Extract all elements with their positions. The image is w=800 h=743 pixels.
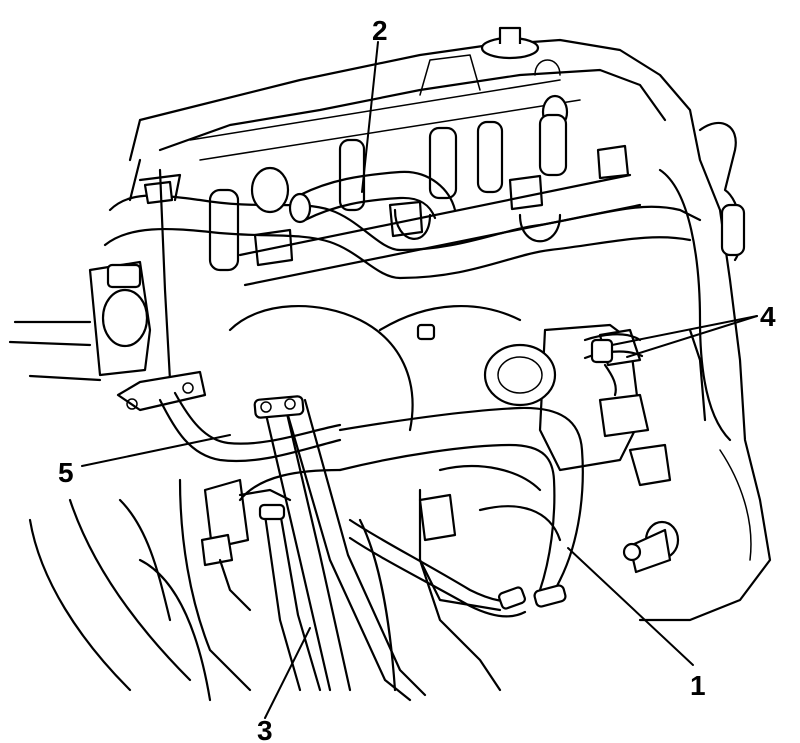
callout-label-4: 4 [760,301,776,332]
callout-label-5: 5 [58,457,74,488]
leader-lines [81,41,758,719]
hose-5 [158,391,527,618]
callout-labels: 1 2 3 4 5 [58,15,776,743]
hose-1 [338,406,584,608]
callout-label-2: 2 [372,15,388,46]
leader-line-3 [264,627,311,719]
callout-label-1: 1 [690,670,706,701]
hose-2 [250,166,457,224]
leader-line-4b [626,315,758,358]
engine-block [8,26,772,702]
callout-label-3: 3 [257,715,273,743]
leader-line-1 [567,547,694,666]
leader-line-4a [611,315,758,346]
leader-line-2 [361,41,379,193]
hose-3 [253,395,427,702]
leader-line-5 [81,434,231,467]
